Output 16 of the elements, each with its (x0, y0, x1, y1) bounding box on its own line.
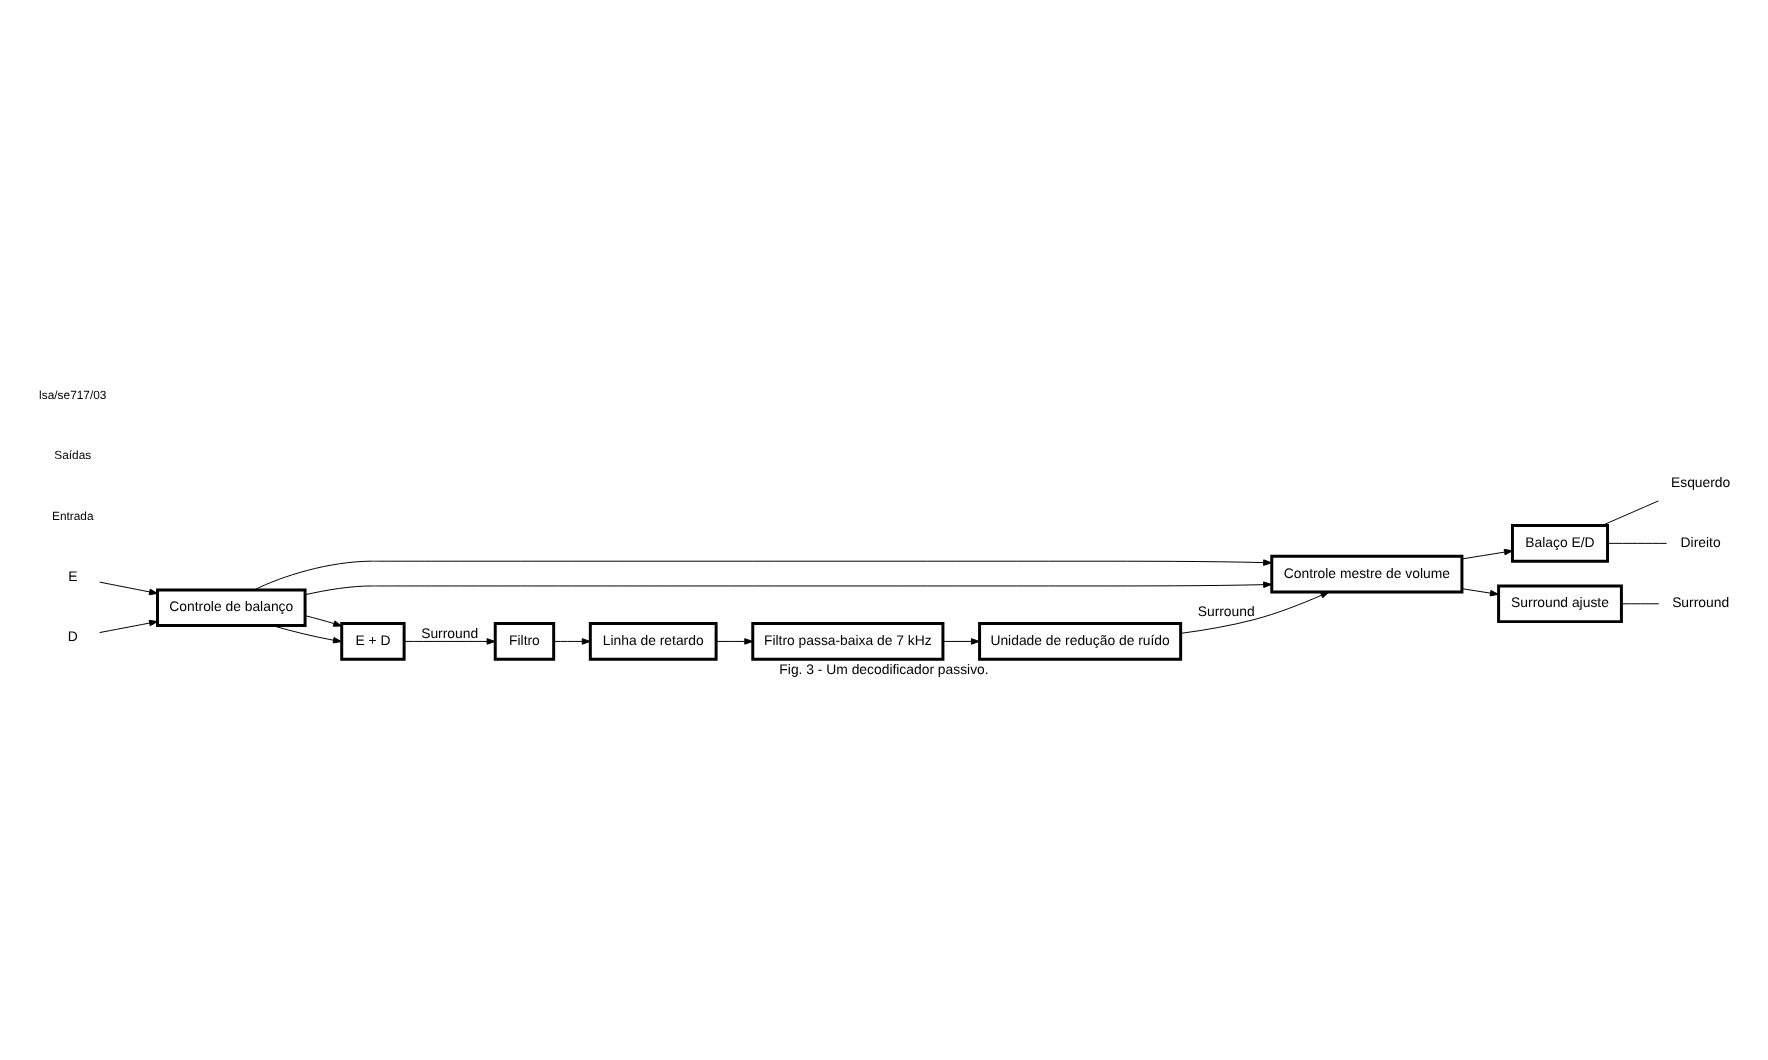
arrow (1180, 591, 1330, 634)
arrow (942, 638, 980, 645)
connector (1601, 500, 1659, 526)
arrow (1461, 548, 1513, 560)
connector (1607, 542, 1668, 544)
arrow (304, 581, 1273, 596)
arrow (272, 625, 342, 644)
arrow (553, 638, 591, 645)
arrow (715, 638, 754, 645)
arrow (254, 559, 1273, 591)
arrow (403, 638, 496, 645)
arrow (1461, 588, 1499, 597)
arrow (99, 619, 158, 634)
connector (1621, 603, 1660, 605)
arrow (99, 581, 158, 596)
arrow (304, 615, 343, 627)
